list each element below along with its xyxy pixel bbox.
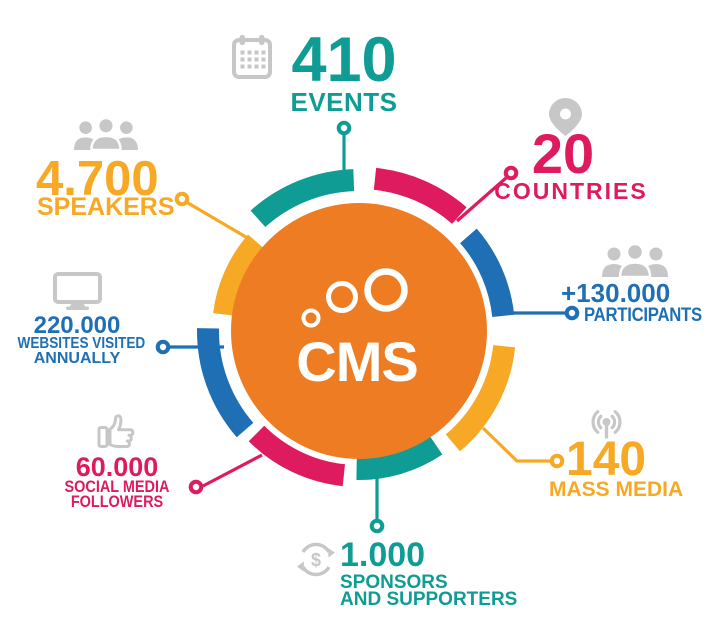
connector-mass-media	[481, 426, 550, 463]
connector-followers	[202, 453, 263, 488]
dot-events	[336, 120, 352, 136]
stat-sponsors-label2: AND SUPPORTERS	[340, 589, 518, 610]
arc-events	[250, 169, 355, 228]
connector-countries	[455, 176, 508, 223]
stat-speakers-value: 4.700	[36, 152, 159, 206]
stat-speakers-label: SPEAKERS	[37, 193, 175, 221]
cms-logo-bubble-large	[364, 268, 408, 312]
dot-mass-media	[549, 453, 565, 469]
cms-center-circle	[231, 203, 487, 459]
dot-websites	[155, 339, 171, 355]
stat-followers-label: SOCIAL MEDIA	[64, 477, 170, 496]
stat-followers-value: 60.000	[75, 452, 159, 482]
cms-logo-bubble-small	[301, 308, 321, 328]
stat-events-label: EVENTS	[290, 87, 398, 117]
stat-websites-label2: ANNUALLY	[33, 350, 121, 367]
dot-speakers	[174, 191, 190, 207]
arc-websites	[197, 328, 254, 438]
stat-websites-value: 220.000	[33, 312, 121, 339]
arc-participants	[459, 228, 515, 318]
dollar-glyph: $	[311, 550, 321, 570]
map-pin-icon	[549, 98, 582, 136]
stat-countries-value: 20	[531, 122, 595, 185]
cms-logo-bubble-medium	[326, 281, 358, 313]
stat-sponsors-label: SPONSORS	[340, 572, 448, 593]
stat-mass-media-value: 140	[566, 433, 647, 486]
arc-speakers	[213, 234, 265, 317]
broadcast-icon	[591, 410, 622, 439]
people-icon	[74, 119, 138, 150]
cms-logo-text: CMS	[296, 330, 417, 393]
stat-followers-label2: FOLLOWERS	[70, 492, 164, 511]
stat-mass-media-label: MASS MEDIA	[549, 478, 684, 501]
dot-followers	[188, 479, 204, 495]
dollar-cycle-icon: $	[297, 542, 335, 577]
dot-countries	[503, 165, 519, 181]
stat-countries-label: COUNTRIES	[494, 178, 648, 204]
thumbs-up-icon	[97, 414, 135, 448]
people-icon	[602, 245, 668, 277]
arc-countries	[373, 167, 467, 224]
arc-followers	[248, 425, 346, 487]
connector-speakers	[187, 201, 252, 242]
dot-participants	[564, 305, 580, 321]
stat-events-value: 410	[291, 25, 397, 95]
monitor-icon	[53, 272, 102, 310]
stat-sponsors-value: 1.000	[340, 536, 426, 574]
calendar-icon	[232, 35, 272, 79]
arc-sponsors	[356, 436, 443, 480]
stat-participants-value: +130.000	[561, 278, 671, 308]
stat-participants-label: PARTICIPANTS	[584, 305, 702, 326]
dot-sponsors	[369, 518, 385, 534]
stat-websites-label: WEBSITES VISITED	[17, 335, 146, 352]
arc-mass-media	[445, 344, 516, 452]
